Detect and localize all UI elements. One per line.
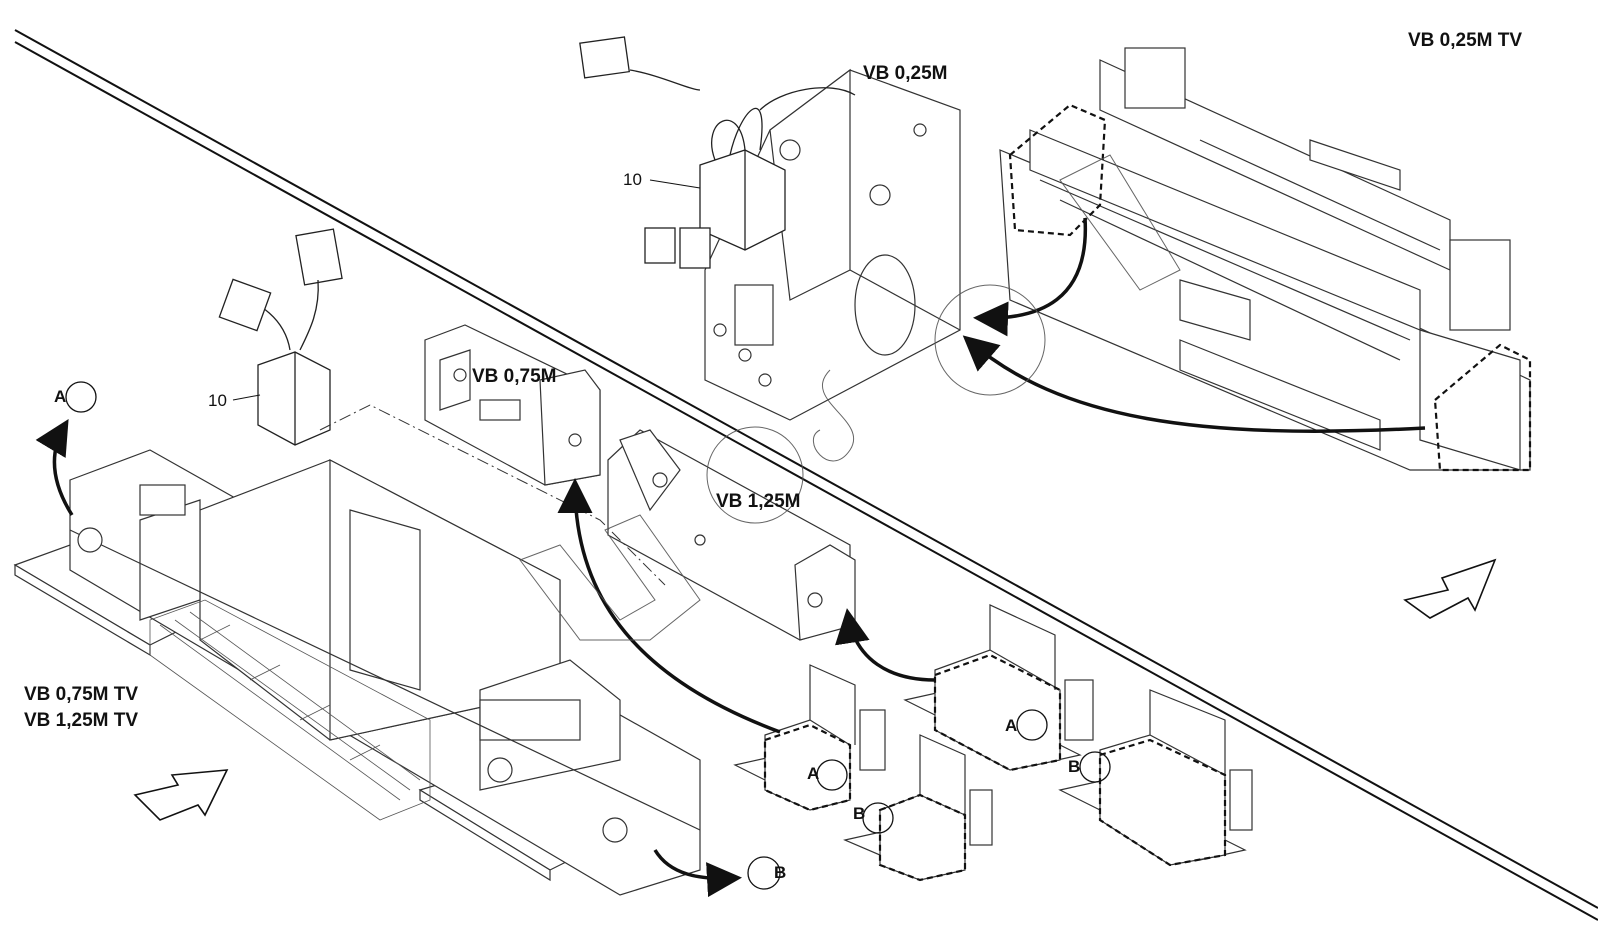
divider-line	[14, 29, 1598, 921]
leader-10-lower	[232, 394, 261, 401]
arrow-unit1-to-vb075m	[557, 478, 781, 734]
callout-circle-a-unit1	[816, 759, 848, 791]
label-vb025m-tv: VB 0,25M TV	[1408, 30, 1523, 51]
direction-arrow-left	[133, 769, 229, 821]
arrow-b-right	[653, 849, 742, 898]
arrow-frame2-to-vb025m	[962, 335, 1426, 433]
callout-b-unit4: B	[1068, 757, 1081, 776]
callout-a-left: A	[54, 387, 67, 406]
vb025m-tv-highlight-frames	[1008, 103, 1532, 472]
label-vb125m-tv: VB 1,25M TV	[24, 710, 139, 731]
unit-3	[903, 604, 1094, 771]
label-vb025m: VB 0,25M	[863, 63, 948, 84]
vb125m-bracket	[607, 429, 856, 641]
label-vb075m: VB 0,75M	[472, 366, 557, 387]
unit-highlight-frames	[763, 653, 1227, 882]
callout-circle-b-unit2	[862, 802, 894, 834]
callout-circle-a-unit3	[1016, 709, 1048, 741]
callout-a-unit3: A	[1005, 716, 1018, 735]
callout-b-bottom: B	[774, 863, 787, 882]
label-vb075m-tv: VB 0,75M TV	[24, 684, 139, 705]
callout-circle-a-left	[65, 381, 97, 413]
direction-arrow-right	[1403, 558, 1497, 619]
callout-a-unit1: A	[807, 764, 820, 783]
callout-circle-b-bottom	[747, 856, 781, 890]
watermark	[519, 154, 1181, 641]
part-number-10-lower: 10	[208, 391, 227, 410]
callout-b-unit2: B	[853, 804, 866, 823]
arrow-a-up	[35, 418, 74, 516]
callout-circle-b-unit4	[1079, 751, 1111, 783]
curved-arrows	[35, 217, 1426, 898]
vb075m-125m-tv-machine	[13, 449, 701, 896]
unit-1	[733, 664, 886, 811]
upper-junction-box	[579, 36, 856, 269]
arrow-unit3-to-vb125m	[835, 608, 936, 682]
vb075m-bracket	[424, 324, 601, 486]
part-number-10-upper: 10	[623, 170, 642, 189]
vb025m-bracket	[704, 68, 961, 421]
dash-dot-guide	[319, 404, 666, 586]
grating-walkway	[149, 599, 431, 821]
label-vb125m: VB 1,25M	[716, 491, 801, 512]
vb025m-tv-machine	[999, 47, 1531, 471]
lower-junction-box	[218, 228, 343, 446]
arrow-frame1-to-vb025m	[973, 217, 1088, 337]
leader-10-upper	[649, 179, 701, 189]
callout-circles	[65, 381, 1111, 890]
